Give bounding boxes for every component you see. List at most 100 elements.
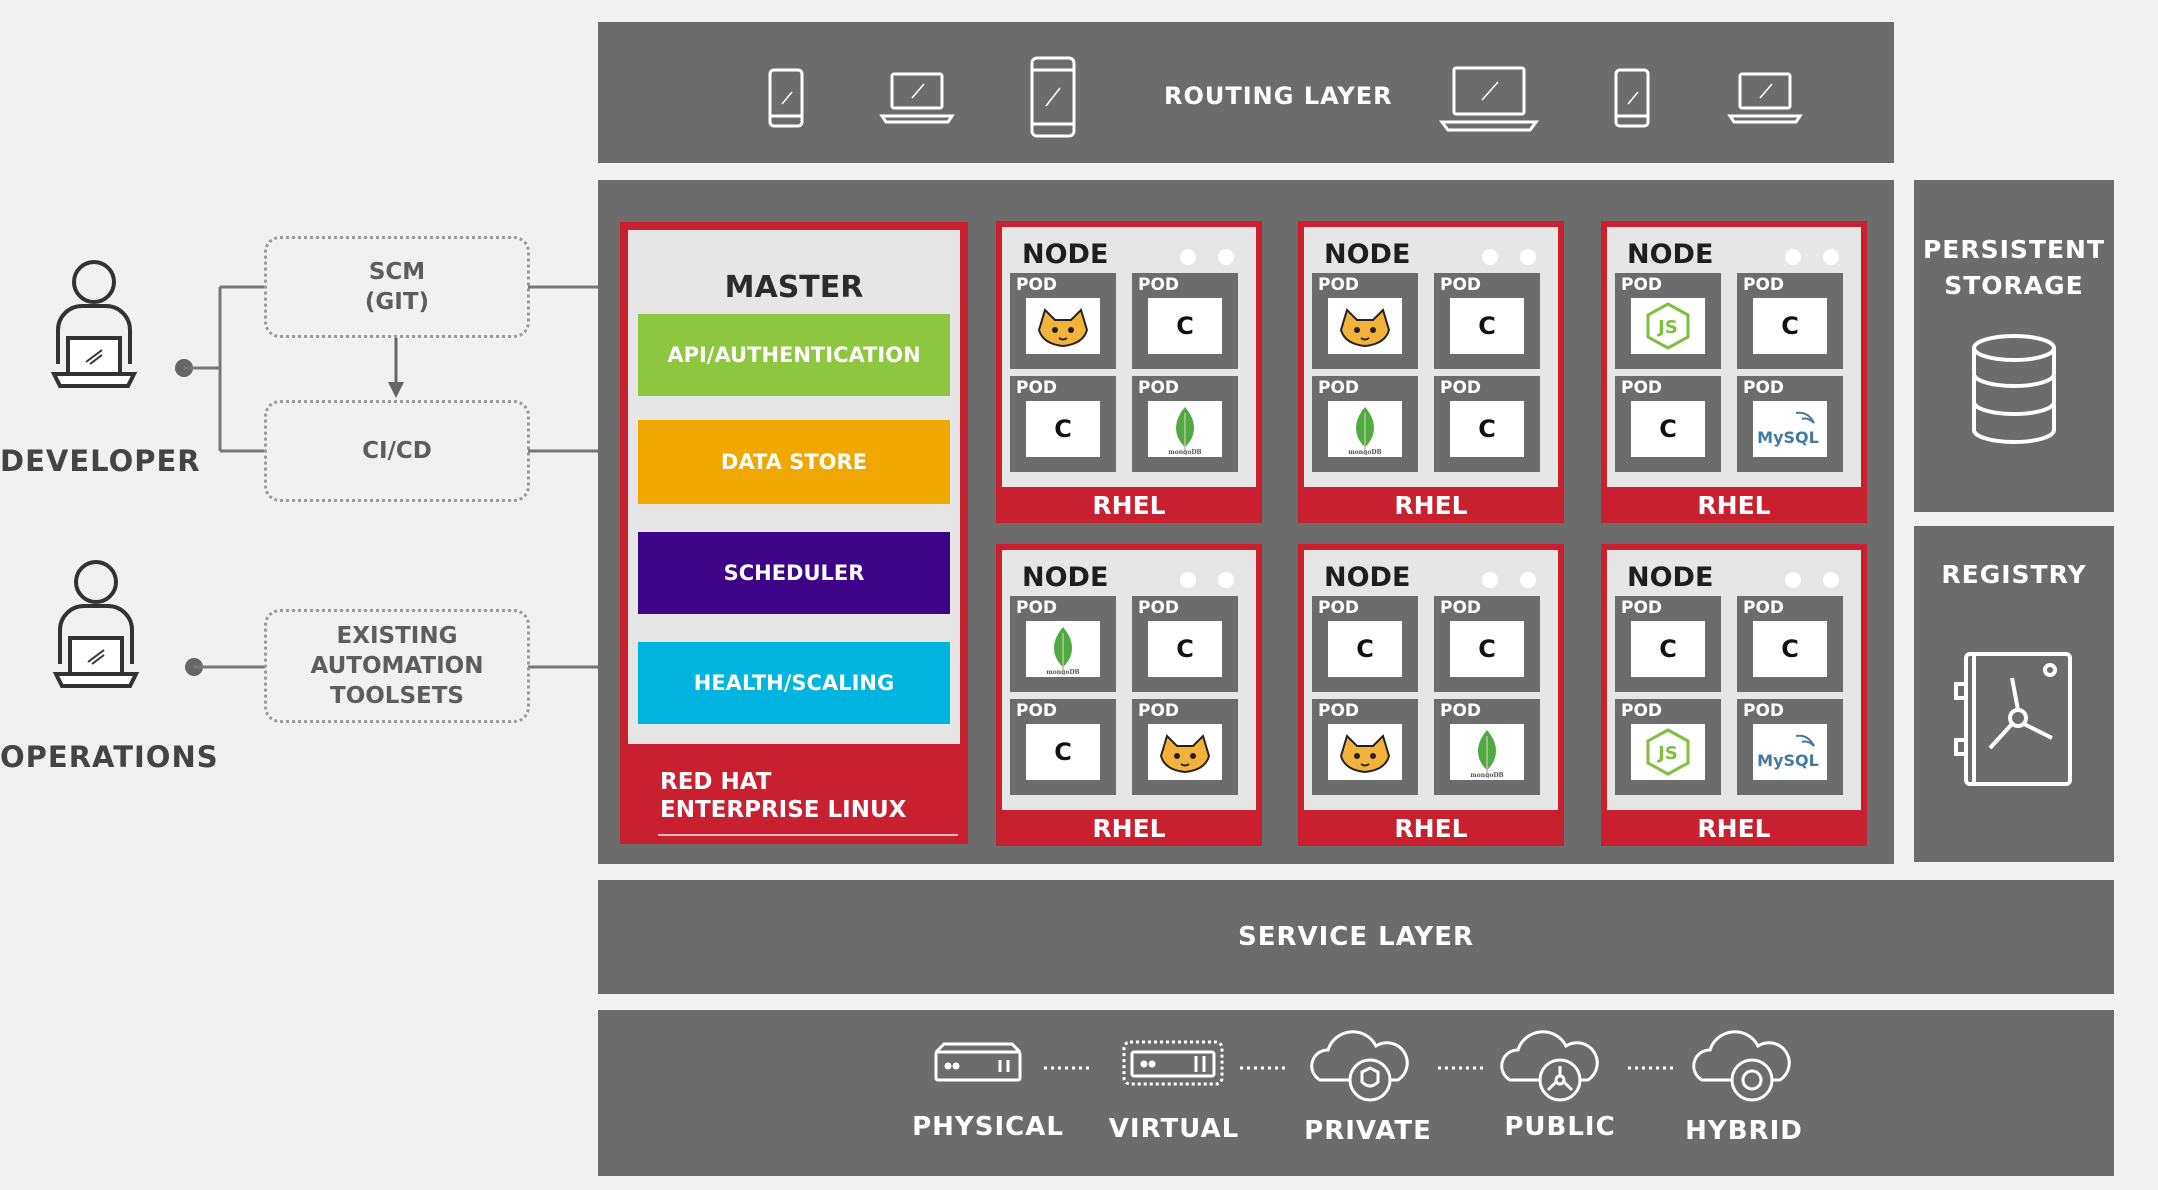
api-authentication-component[interactable]: API/AUTHENTICATION	[638, 314, 950, 396]
pod-content: mongoDB	[1026, 621, 1100, 677]
infrastructure-icons	[934, 1030, 1791, 1102]
pod[interactable]: POD	[1312, 699, 1418, 795]
status-dot	[1218, 249, 1234, 265]
pod[interactable]: POD	[1312, 273, 1418, 369]
pod[interactable]: POD C	[1010, 376, 1116, 472]
status-dot	[1180, 249, 1196, 265]
container-letter: C	[1054, 415, 1072, 443]
pod-label: POD	[1016, 598, 1058, 618]
pod-label: POD	[1440, 598, 1482, 618]
pod[interactable]: POD mongoDB	[1010, 596, 1116, 692]
node-title: NODE	[1627, 239, 1714, 270]
pod-label: POD	[1621, 598, 1663, 618]
status-dot	[1785, 572, 1801, 588]
master-os-line-2: ENTERPRISE LINUX	[660, 797, 907, 823]
pod-label: POD	[1318, 701, 1360, 721]
pod-label: POD	[1016, 378, 1058, 398]
svg-text:mongoDB: mongoDB	[1168, 449, 1201, 455]
pod-label: POD	[1743, 378, 1785, 398]
infra-label-virtual: VIRTUAL	[1108, 1114, 1240, 1144]
cicd-box[interactable]: CI/CD	[264, 400, 530, 502]
pod-label: POD	[1621, 701, 1663, 721]
container-letter: C	[1659, 635, 1677, 663]
phone-icon	[1030, 56, 1076, 138]
status-dot	[1520, 572, 1536, 588]
data-store-component[interactable]: DATA STORE	[638, 420, 950, 504]
pod[interactable]: POD JS	[1615, 699, 1721, 795]
laptop-icon	[879, 72, 955, 124]
scheduler-component[interactable]: SCHEDULER	[638, 532, 950, 614]
node-title: NODE	[1324, 239, 1411, 270]
mysql-icon: MySQL	[1758, 734, 1819, 770]
registry-label: REGISTRY	[1941, 560, 2087, 589]
pod-label: POD	[1743, 598, 1785, 618]
node-os-label: RHEL	[1092, 813, 1166, 843]
pod[interactable]: POD MySQL	[1737, 376, 1843, 472]
phone-icon	[768, 68, 804, 128]
server-icon	[934, 1042, 1022, 1082]
container-letter: C	[1659, 415, 1677, 443]
pod-content: MySQL	[1753, 401, 1827, 457]
automation-label-1: EXISTING	[336, 623, 458, 649]
container-letter: C	[1176, 635, 1194, 663]
public-cloud-icon	[1500, 1030, 1599, 1102]
svg-text:JS: JS	[1656, 317, 1678, 338]
persistent-storage-label: PERSISTENT STORAGE	[1914, 232, 2114, 304]
pod-label: POD	[1440, 701, 1482, 721]
svg-text:JS: JS	[1656, 743, 1678, 764]
health-scaling-component[interactable]: HEALTH/SCALING	[638, 642, 950, 724]
phone-icon	[1614, 68, 1650, 128]
pod-label: POD	[1016, 701, 1058, 721]
pod[interactable]: POD	[1010, 273, 1116, 369]
laptop-icon	[1439, 66, 1539, 132]
pod[interactable]: POD	[1132, 699, 1238, 795]
node-title: NODE	[1022, 239, 1109, 270]
pod-label: POD	[1318, 275, 1360, 295]
pod-content: C	[1631, 401, 1705, 457]
pod[interactable]: POD C	[1737, 273, 1843, 369]
pod-content: MySQL	[1753, 724, 1827, 780]
persistent-storage-panel: PERSISTENT STORAGE	[1914, 180, 2114, 512]
node-os-label: RHEL	[1092, 490, 1166, 520]
pod-label: POD	[1743, 275, 1785, 295]
status-dot	[1218, 572, 1234, 588]
pod-label: POD	[1743, 701, 1785, 721]
cicd-label: CI/CD	[362, 438, 432, 464]
node-os-label: RHEL	[1394, 813, 1468, 843]
database-icon	[1972, 334, 2056, 444]
pod-label: POD	[1318, 598, 1360, 618]
scm-git-box[interactable]: SCM(GIT)	[264, 236, 530, 338]
automation-label-3: TOOLSETS	[330, 683, 464, 709]
pod[interactable]: POD C	[1615, 596, 1721, 692]
container-letter: C	[1781, 312, 1799, 340]
mongodb-icon: mongoDB	[1168, 407, 1202, 455]
pod-content	[1026, 298, 1100, 354]
pod-label: POD	[1138, 275, 1180, 295]
infra-label-private: PRIVATE	[1304, 1116, 1432, 1146]
routing-layer: ROUTING LAYER	[598, 22, 1894, 163]
tomcat-icon	[1339, 308, 1391, 348]
pod[interactable]: POD MySQL	[1737, 699, 1843, 795]
